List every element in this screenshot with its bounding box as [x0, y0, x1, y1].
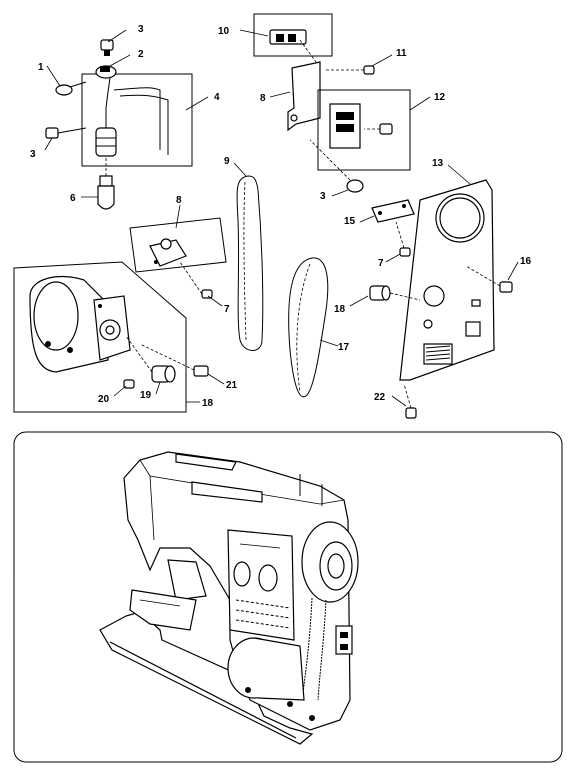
- screw-part-7-mid: [179, 261, 213, 299]
- side-cover-part-13: [399, 164, 495, 381]
- screw-part-7-right: [385, 221, 411, 263]
- screw-part-3-left: [45, 127, 87, 139]
- screw-part-11: [324, 65, 375, 75]
- callout-7: 7: [224, 304, 230, 315]
- timing-belt-part-9: [233, 162, 264, 351]
- vent-grille: [423, 343, 453, 365]
- lamp-cord-assembly: [44, 29, 209, 210]
- callout-16: 16: [520, 256, 532, 267]
- callout-18: 18: [202, 398, 214, 409]
- callout-labels: 1 2 3 3 3 4 6 7 7 8 8 9 10 11 12 13 15 1…: [30, 24, 532, 409]
- callout-2: 2: [138, 49, 144, 60]
- ring-part-1: [55, 81, 87, 96]
- callout-22: 22: [374, 392, 386, 403]
- screw-part-21: [139, 343, 225, 385]
- screw-part-20: [113, 379, 135, 397]
- callout-3: 3: [30, 149, 36, 160]
- callout-10: 10: [218, 26, 230, 37]
- callout-8: 8: [176, 195, 182, 206]
- callout-7: 7: [378, 258, 384, 269]
- callout-3: 3: [320, 191, 326, 202]
- pulley-part-19: [125, 335, 176, 383]
- assembled-machine-view: [13, 431, 563, 763]
- callout-6: 6: [70, 193, 76, 204]
- drive-belt-part-17: [288, 257, 339, 398]
- switch-part-10: [269, 29, 307, 45]
- callout-4: 4: [214, 92, 220, 103]
- callout-13: 13: [432, 158, 444, 169]
- switch-bracket-assembly: [239, 13, 431, 197]
- transformer-part-12: [329, 103, 393, 149]
- motor: [29, 275, 131, 373]
- callout-8: 8: [260, 93, 266, 104]
- callout-3: 3: [138, 24, 144, 35]
- bobbin-winder-bracket: [129, 204, 227, 307]
- cord-clamp-part-2: [95, 65, 117, 79]
- screw-part-22: [391, 383, 417, 419]
- callout-19: 19: [140, 390, 152, 401]
- screw-part-3-top: [100, 39, 114, 56]
- callout-21: 21: [226, 380, 238, 391]
- motor-assembly: [13, 261, 225, 413]
- plate-part-15: [359, 199, 415, 223]
- screw-part-16: [465, 261, 519, 293]
- lamp-socket: [95, 127, 117, 157]
- callout-17: 17: [338, 342, 350, 353]
- callout-1: 1: [38, 62, 44, 73]
- callout-20: 20: [98, 394, 110, 405]
- callout-15: 15: [344, 216, 356, 227]
- callout-18: 18: [334, 304, 346, 315]
- screw-part-3-right: [309, 139, 364, 193]
- callout-12: 12: [434, 92, 446, 103]
- callout-11: 11: [396, 48, 407, 59]
- bracket-part-8-mid: [149, 238, 187, 267]
- bracket-part-8: [287, 61, 321, 132]
- callout-9: 9: [224, 156, 230, 167]
- spacer-part-18: [349, 285, 421, 307]
- light-bulb-part-6: [97, 158, 115, 210]
